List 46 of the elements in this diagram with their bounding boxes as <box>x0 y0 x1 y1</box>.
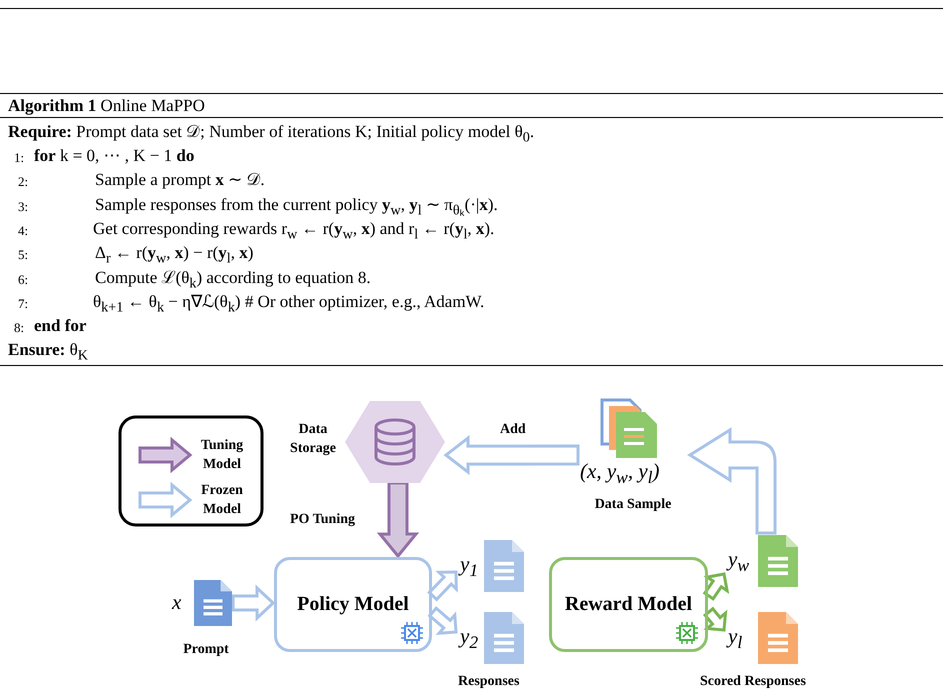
legend-text: Frozen Model <box>200 482 244 519</box>
caption: Scored Responses <box>700 673 806 691</box>
variable-label: x <box>172 590 182 615</box>
edge-label: Add <box>500 421 526 440</box>
data-sample-label: Data Sample <box>594 496 672 514</box>
algorithm-step: θ$_{k+1}$ ← θ$_{k}$ − η∇ℒ(θ$_{k}$) # Or other optimizer, e.g., AdamW. <box>93 292 484 318</box>
block-arrow <box>427 570 458 602</box>
line-number: 8: <box>14 319 24 338</box>
block-arrow <box>702 572 730 601</box>
block-arrow <box>702 606 728 632</box>
line-number: 2: <box>18 173 28 192</box>
algorithm-step: Compute ℒ(θ$_{k}$) according to equation 8. <box>95 268 371 293</box>
block-arrow <box>376 482 420 558</box>
block-arrow <box>428 606 458 635</box>
loop-keyword-line: end for <box>34 316 86 336</box>
algorithm-title: Algorithm 1 Online MaPPO <box>8 96 205 116</box>
require-line: Require: Prompt data set 𝒟; Number of iterations K; Initial policy model θ$_{0}$. <box>8 122 534 148</box>
algorithm-step: Sample responses from the current policy y$_{w}$, y$_{l}$ ∼ π$_{θₖ}$(·|x). <box>95 194 498 220</box>
model-box <box>549 557 708 652</box>
ensure-line: Ensure: θ$_{K}$ <box>8 340 88 366</box>
output-symbol: y$_{l}$ <box>728 624 744 654</box>
loop-keyword-line: for k = 0, ⋯ , K − 1 do <box>34 146 194 166</box>
caption: Responses <box>458 673 520 691</box>
model-box <box>274 557 432 652</box>
output-symbol: y$_{1}$ <box>460 552 480 582</box>
prompt-label: Prompt <box>182 641 230 659</box>
model-name: Reward Model <box>564 595 694 614</box>
storage-label: Data Storage <box>289 421 337 458</box>
line-number: 4: <box>18 222 28 240</box>
line-number: 1: <box>14 149 24 167</box>
model-name: Policy Model <box>296 595 410 614</box>
algorithm-step: Δ$_{r}$ ← r(y$_{w}$, x) − r(y$_{l}$, x) <box>95 243 254 269</box>
line-number: 7: <box>18 294 28 313</box>
line-number: 3: <box>18 198 28 216</box>
edge-label: PO Tuning <box>290 510 355 529</box>
block-arrow <box>688 428 777 534</box>
output-symbol: y$_{w}$ <box>728 547 750 576</box>
algorithm-step: Get corresponding rewards r$_{w}$ ← r(y$_{w}$, x) and r$_{l}$ ← r(y$_{l}$, x). <box>93 218 494 244</box>
tuple-formula: (x, y$_{w}$, y$_{l}$) <box>580 459 661 488</box>
block-arrow <box>444 435 580 476</box>
legend-text: Tuning Model <box>200 437 244 474</box>
output-symbol: y$_{2}$ <box>460 624 480 654</box>
line-number: 5: <box>18 246 28 264</box>
algorithm-step: Sample a prompt x ∼ 𝒟. <box>95 170 265 190</box>
line-number: 6: <box>18 270 28 288</box>
block-arrow <box>232 584 276 622</box>
